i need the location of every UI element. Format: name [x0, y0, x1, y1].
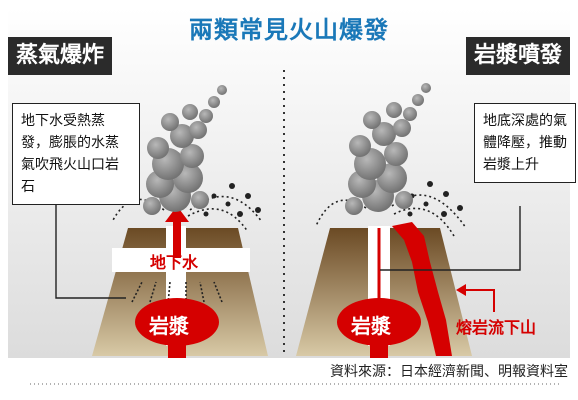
heat-arrows	[131, 281, 223, 305]
left-smoke-plume	[143, 85, 227, 215]
lava-flow-label: 熔岩流下山	[456, 318, 537, 337]
left-tag: 蒸氣爆炸	[8, 37, 113, 75]
left-magma-label: 岩漿	[149, 314, 189, 338]
left-note: 地下水受熱蒸發，膨脹的水蒸氣吹飛火山口岩石	[12, 103, 140, 205]
left-red-arrow-head	[165, 206, 189, 222]
page-title: 兩類常見火山爆發	[189, 16, 389, 44]
right-smoke-plume	[345, 83, 431, 215]
left-note-connector	[55, 184, 126, 299]
left-magma-chamber	[135, 298, 219, 346]
lava-label-arrow	[466, 289, 495, 312]
right-tag: 岩漿噴發	[465, 37, 570, 75]
right-magma-chamber	[337, 298, 421, 346]
right-note-connector	[380, 206, 521, 271]
right-magma-label: 岩漿	[351, 314, 391, 338]
lava-label-arrowhead	[456, 284, 466, 296]
lava-flow	[392, 222, 452, 356]
right-note: 地底深處的氣體降壓，推動岩漿上升	[474, 103, 576, 183]
left-ejecta-rocks	[203, 183, 261, 217]
source-credit: 資料來源：日本經濟新聞、明報資料室	[330, 364, 568, 380]
left-red-arrow-shaft	[173, 218, 181, 258]
groundwater-label: 地下水	[150, 253, 199, 272]
